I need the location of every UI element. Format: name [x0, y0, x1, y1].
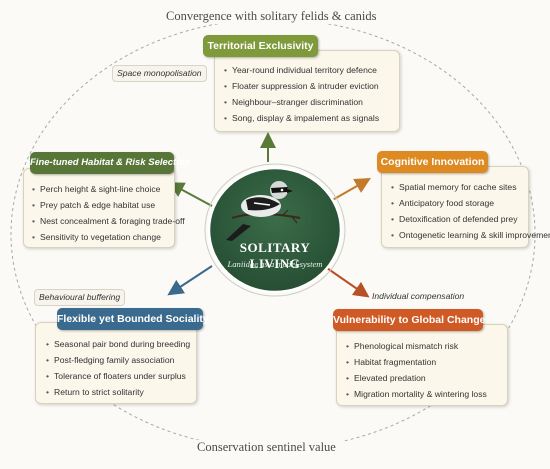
ring-bottom-label: Conservation sentinel value	[191, 440, 342, 455]
habitat-item: Sensitivity to vegetation change	[32, 229, 174, 245]
sociality-item: Seasonal pair bond during breeding	[46, 336, 196, 352]
habitat-panel: Perch height & sight-line choice Prey pa…	[23, 168, 185, 248]
habitat-item: Prey patch & edge habitat use	[32, 197, 174, 213]
sociality-item: Post-fledging family association	[46, 352, 196, 368]
center-title: SOLITARY LIVING	[239, 240, 311, 271]
sociality-item: Return to strict solitarity	[46, 384, 196, 400]
sociality-tag: Behavioural buffering	[34, 289, 126, 306]
territorial-item: Floater suppression & intruder eviction	[224, 78, 399, 94]
cognitive-item: Spatial memory for cache sites	[391, 179, 528, 195]
territorial-item: Neighbour–stranger discrimination	[224, 94, 399, 110]
vulnerability-item: Habitat fragmentation	[346, 354, 507, 370]
center-circle	[207, 166, 343, 294]
habitat-item: Perch height & sight-line choice	[32, 181, 174, 197]
territorial-item: Year-round individual territory defence	[224, 62, 399, 78]
ring-top-label: Convergence with solitary felids & canid…	[160, 9, 383, 24]
vulnerability-tag: Individual compensation	[372, 291, 465, 301]
center-subtitle: Laniidae as a model system	[227, 259, 323, 269]
arrow-to-sociality	[167, 265, 213, 296]
vulnerability-item: Migration mortality & wintering loss	[346, 386, 507, 402]
cognitive-panel: Spatial memory for cache sites Anticipat…	[381, 166, 550, 248]
vulnerability-title: Vulnerability to Global Change	[333, 309, 485, 331]
arrow-to-habitat	[167, 182, 213, 207]
territorial-tag: Space monopolisation	[112, 65, 207, 82]
habitat-title: Fine-tuned Habitat & Risk Selection	[30, 152, 190, 174]
cognitive-item: Ontogenetic learning & skill improvement	[391, 227, 550, 243]
vulnerability-item: Phenological mismatch risk	[346, 338, 507, 354]
sociality-panel: Seasonal pair bond during breeding Post-…	[35, 322, 197, 404]
cognitive-item: Detoxification of defended prey	[391, 211, 528, 227]
cognitive-item: Anticipatory food storage	[391, 195, 528, 211]
vulnerability-item: Elevated predation	[346, 370, 507, 386]
territorial-item: Song, display & impalement as signals	[224, 110, 399, 126]
vulnerability-panel: Phenological mismatch risk Habitat fragm…	[336, 324, 508, 406]
shrike-bird-illustration	[226, 181, 301, 241]
sociality-item: Tolerance of floaters under surplus	[46, 368, 196, 384]
territorial-title: Territorial Exclusivity	[203, 35, 318, 57]
cognitive-title: Cognitive Innovation	[377, 151, 488, 173]
sociality-title: Flexible yet Bounded Sociality	[57, 308, 209, 330]
territorial-panel: Year-round individual territory defence …	[214, 50, 400, 132]
habitat-item: Nest concealment & foraging trade-off	[32, 213, 185, 229]
